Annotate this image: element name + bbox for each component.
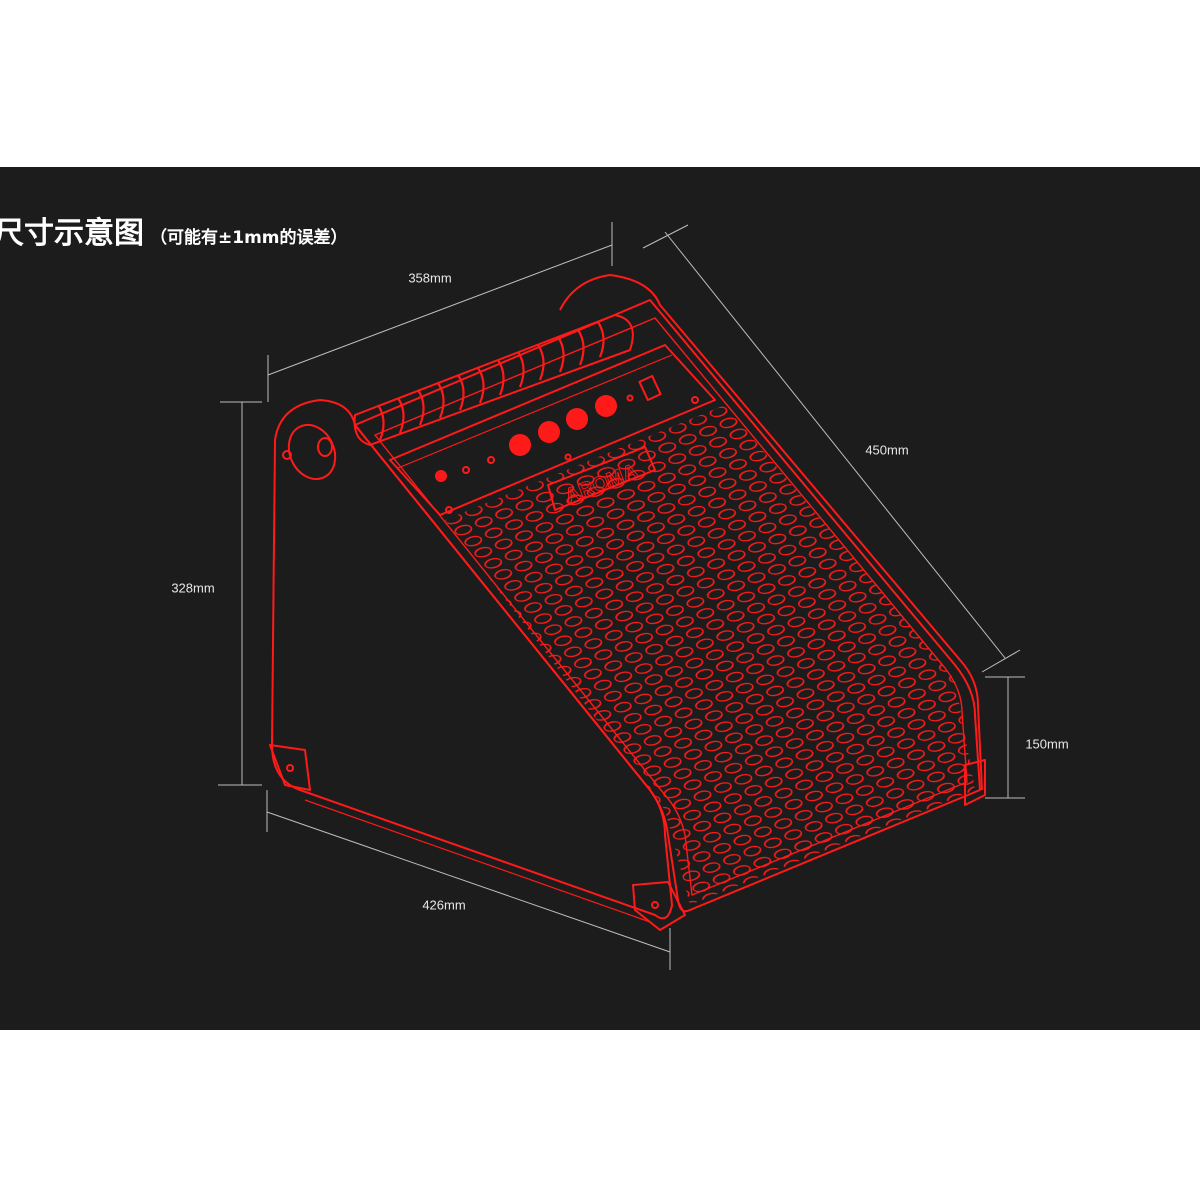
corner-protector	[269, 744, 311, 791]
corner-protector	[632, 881, 686, 931]
power-switch	[638, 374, 662, 402]
dim-height: 328mm	[171, 580, 215, 596]
page-title: 尺寸示意图（可能有±1mm的误差）	[0, 216, 348, 251]
knob	[509, 434, 531, 456]
dimension-lines	[218, 222, 1025, 970]
right-ear	[559, 274, 983, 791]
dim-width-top: 358mm	[408, 270, 452, 286]
logo-plate	[547, 446, 656, 511]
knob	[538, 421, 560, 443]
speaker-grill	[445, 405, 975, 905]
dim-width-bottom: 426mm	[422, 897, 466, 913]
corner-protector	[964, 759, 986, 806]
dim-front-height: 150mm	[1025, 736, 1069, 752]
handle	[353, 314, 634, 446]
control-panel	[389, 344, 716, 516]
knob	[566, 408, 588, 430]
knob	[595, 395, 617, 417]
dim-depth: 450mm	[865, 442, 909, 458]
tolerance-note: （可能有±1mm的误差）	[150, 228, 348, 248]
